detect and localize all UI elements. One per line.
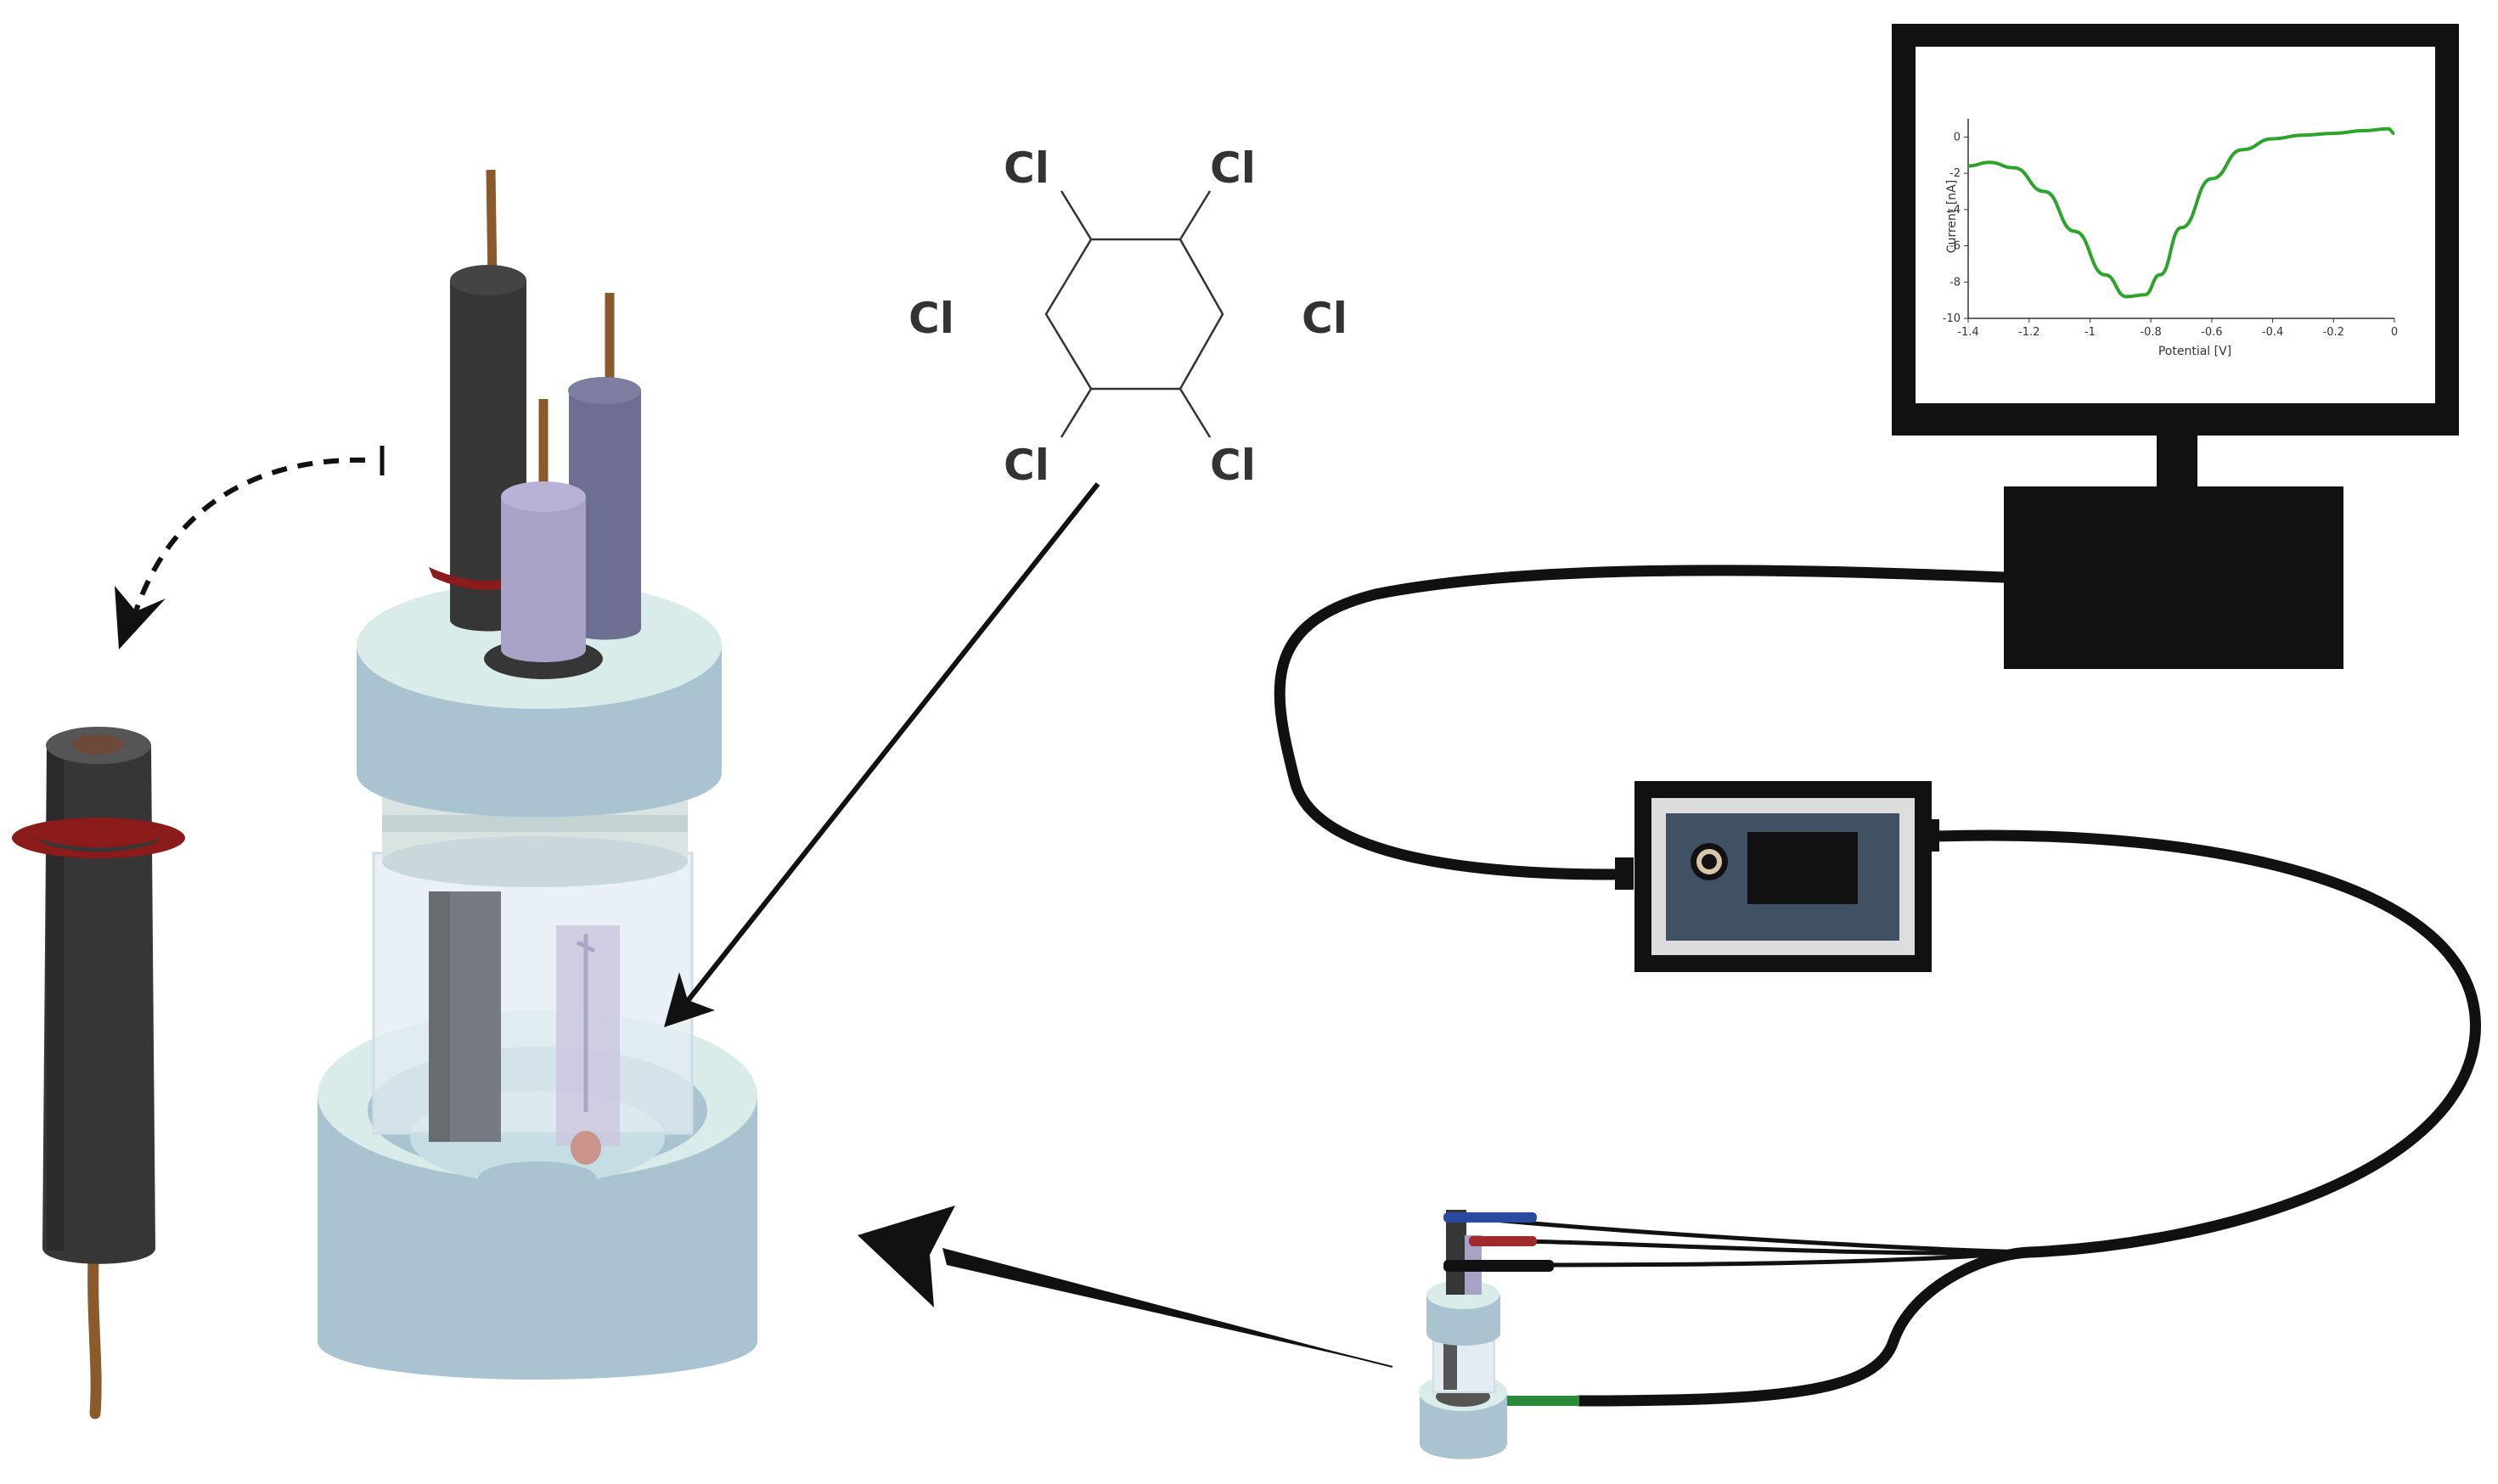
chlorine-label: Cl — [1004, 441, 1049, 490]
computer-base-unit — [2004, 486, 2343, 669]
x-tick-labels: -1.4 -1.2 -1 -0.8 -0.6 -0.4 -0.2 0 — [1957, 318, 2398, 339]
x-tick-label: -1.4 — [1957, 326, 1978, 339]
cables — [1274, 565, 2481, 1407]
zoom-arrow — [858, 1206, 1393, 1368]
voltammogram-chart: -1.4 -1.2 -1 -0.8 -0.6 -0.4 -0.2 0 0 -2 -4 -6 -8 -10… — [1943, 119, 2398, 358]
y-tick-label: -8 — [1949, 276, 1961, 289]
chlorine-label: Cl — [909, 294, 954, 343]
x-tick-label: -1 — [2084, 326, 2096, 339]
electrode-body-shadow — [47, 745, 64, 1251]
glass-vessel — [372, 852, 694, 1135]
removal-arrow — [115, 446, 385, 649]
computer-monitor — [1892, 24, 2459, 669]
chlorine-label: Cl — [1004, 143, 1049, 193]
lead-clip-green — [1511, 1396, 1579, 1406]
zoom-arrowhead — [858, 1206, 955, 1307]
potentiostat-display — [1747, 832, 1858, 904]
electrode-wire-bottom — [87, 1251, 102, 1419]
monitor-neck — [2157, 436, 2197, 486]
small-cell — [1419, 1210, 1579, 1459]
y-tick-label: -4 — [1949, 204, 1961, 216]
chlorine-label: Cl — [1210, 143, 1256, 193]
analyte-arrowhead — [664, 972, 715, 1027]
electrode-cable — [1573, 829, 2481, 1407]
x-tick-label: -0.2 — [2323, 326, 2344, 339]
lead-wires — [1492, 1217, 2032, 1268]
y-tick-label: -10 — [1943, 312, 1961, 325]
cyclohexane-ring — [1044, 238, 1224, 391]
x-tick-label: -0.6 — [2201, 326, 2222, 339]
lead-clip-red — [1469, 1236, 1537, 1246]
electrochemical-cell — [318, 169, 757, 1380]
detached-working-electrode — [12, 727, 185, 1419]
y-tick-label: -6 — [1949, 240, 1961, 253]
usb-cable — [1274, 565, 2010, 880]
counter-wire-coil — [576, 934, 596, 1112]
reference-electrode-body — [569, 391, 641, 640]
counter-electrode-body — [501, 497, 586, 662]
x-tick-label: -0.4 — [2262, 326, 2283, 339]
y-tick-label: -2 — [1949, 167, 1961, 180]
x-axis-label: Potential [V] — [2158, 345, 2231, 358]
lead-clip-blue — [1443, 1212, 1537, 1223]
y-tick-label: 0 — [1954, 131, 1961, 143]
hexachlorocyclohexane-structure: Cl Cl Cl Cl Cl Cl — [909, 143, 1347, 490]
y-axis-label: Current [nA] — [1945, 180, 1959, 253]
chlorine-label: Cl — [1210, 441, 1256, 490]
x-tick-label: -1.2 — [2018, 326, 2039, 339]
potentiostat — [1615, 781, 1939, 972]
analyte-arrow — [664, 482, 1100, 1027]
x-tick-label: 0 — [2391, 326, 2398, 339]
monitor-screen — [1916, 47, 2435, 403]
x-tick-label: -0.8 — [2140, 326, 2161, 339]
red-gasket-ring — [12, 818, 185, 858]
electrode-body — [42, 745, 155, 1264]
voltammogram-curve — [1967, 126, 2395, 299]
chlorine-label: Cl — [1302, 294, 1347, 343]
electrode-tip — [73, 734, 124, 755]
chart-axes — [1967, 119, 2394, 319]
dashed-arrowhead — [115, 586, 166, 649]
y-tick-labels: 0 -2 -4 -6 -8 -10 — [1943, 131, 1968, 325]
